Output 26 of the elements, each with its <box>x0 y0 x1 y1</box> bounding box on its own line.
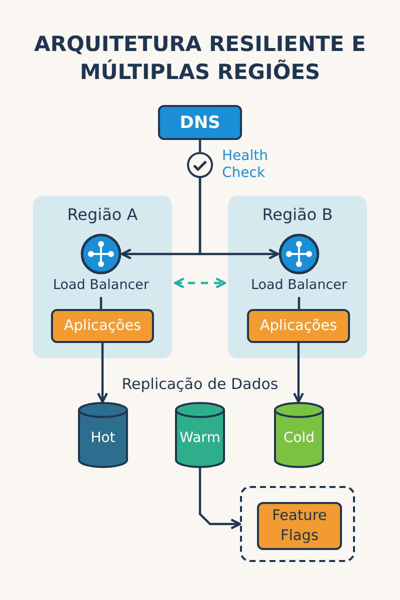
arrow <box>198 178 280 260</box>
arrow <box>97 343 108 404</box>
node-label: Cold <box>282 430 316 446</box>
dashed-container <box>240 486 355 562</box>
health-check-label: Health Check <box>222 148 269 182</box>
process-box: Aplicações <box>247 309 350 343</box>
dashed-arrow <box>174 278 226 288</box>
node-label: Load Balancer <box>250 277 348 293</box>
process-box: Aplicações <box>51 309 154 343</box>
connector-line <box>298 297 300 309</box>
health-check-icon <box>187 152 213 178</box>
region-panel <box>228 196 367 358</box>
arrow <box>198 468 242 530</box>
annotation-text: Replicação de Dados <box>120 375 280 393</box>
node-label: Hot <box>90 430 116 446</box>
connector-line <box>100 297 102 309</box>
region-title: Região B <box>261 205 334 224</box>
connector-line <box>198 140 202 152</box>
region-panel <box>33 196 172 358</box>
arrow <box>293 343 304 404</box>
node-label: Load Balancer <box>52 277 150 293</box>
dns-box: DNS <box>158 105 242 140</box>
region-title: Região A <box>66 205 139 224</box>
title: ARQUITETURA RESILIENTE E MÚLTIPLAS REGIÕES <box>33 31 367 86</box>
node-label: Warm <box>178 430 222 446</box>
process-box: Feature Flags <box>257 502 342 550</box>
